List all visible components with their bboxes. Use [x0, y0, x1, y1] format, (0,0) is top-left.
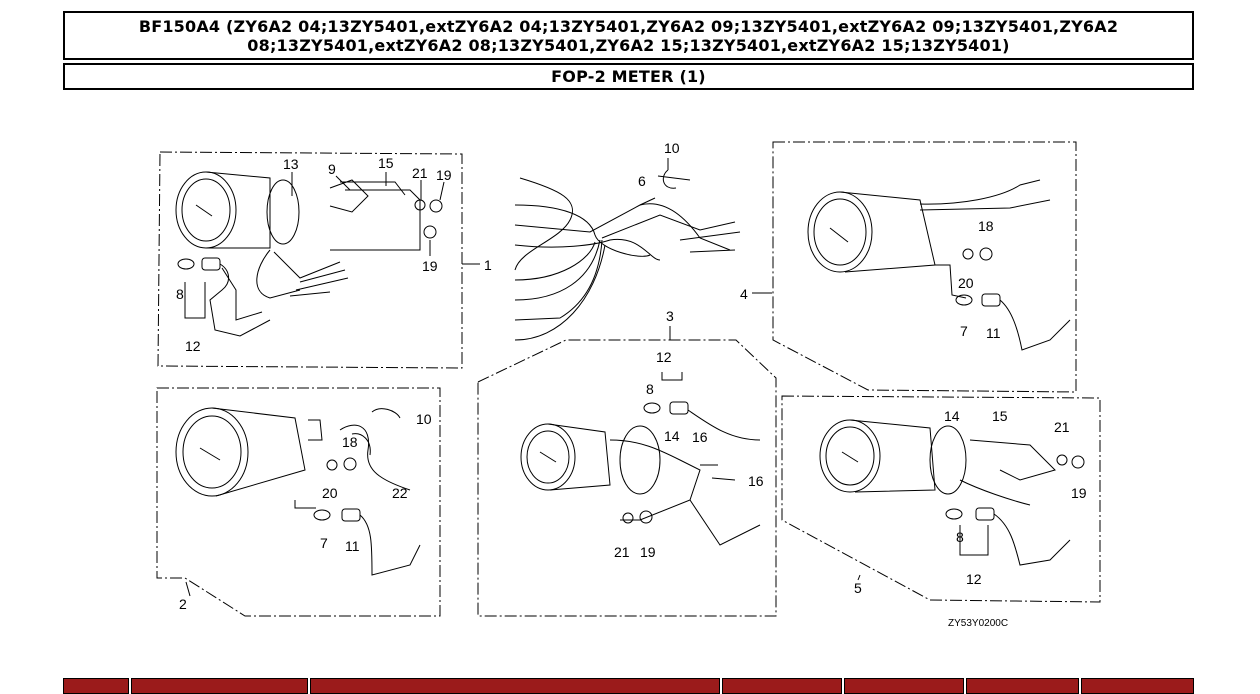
callout-18: 18 [342, 434, 358, 450]
table-header-cell [966, 678, 1079, 694]
callout-19: 19 [1071, 485, 1087, 501]
callout-6: 6 [638, 173, 646, 189]
callout-7: 7 [320, 535, 328, 551]
callout-21: 21 [1054, 419, 1070, 435]
callout-8: 8 [646, 381, 654, 397]
callout-12: 12 [185, 338, 201, 354]
meter-gauge-4 [807, 191, 936, 273]
meter-gauge-2 [175, 407, 306, 497]
callout-5: 5 [854, 580, 862, 596]
callout-16: 16 [748, 473, 764, 489]
callout-21: 21 [412, 165, 428, 181]
drawing-code: ZY53Y0200C [948, 618, 1008, 629]
callout-12: 12 [656, 349, 672, 365]
table-header-cell [63, 678, 129, 694]
callout-3: 3 [666, 308, 674, 324]
table-header-cell [131, 678, 308, 694]
callout-4: 4 [740, 286, 748, 302]
callout-9: 9 [328, 161, 336, 177]
callout-22: 22 [392, 485, 408, 501]
callout-2: 2 [179, 596, 187, 612]
callout-10: 10 [664, 140, 680, 156]
callout-21: 21 [614, 544, 630, 560]
callout-12: 12 [966, 571, 982, 587]
meter-gauge-3 [520, 423, 661, 495]
callout-1: 1 [484, 257, 492, 273]
table-header-cell [722, 678, 842, 694]
callout-10: 10 [416, 411, 432, 427]
callout-8: 8 [176, 286, 184, 302]
callout-11: 11 [345, 538, 360, 554]
table-header-cell [310, 678, 720, 694]
callout-labels: 13 9 15 21 19 19 8 12 1 10 6 18 20 4 7 1… [176, 140, 1087, 629]
model-title: BF150A4 (ZY6A2 04;13ZY5401,extZY6A2 04;1… [63, 11, 1194, 60]
callout-19: 19 [422, 258, 438, 274]
callout-14: 14 [664, 428, 680, 444]
callout-11: 11 [986, 325, 1001, 341]
table-header-cell [844, 678, 964, 694]
meter-gauge-1 [175, 171, 300, 249]
callout-20: 20 [322, 485, 338, 501]
callout-7: 7 [960, 323, 968, 339]
callout-15: 15 [378, 155, 394, 171]
callout-20: 20 [958, 275, 974, 291]
callout-8: 8 [956, 529, 964, 545]
section-title: FOP-2 METER (1) [63, 63, 1194, 90]
callout-19: 19 [436, 167, 452, 183]
callout-15: 15 [992, 408, 1008, 424]
meter-gauge-5 [819, 419, 967, 495]
callout-13: 13 [283, 156, 299, 172]
callout-14: 14 [944, 408, 960, 424]
table-header-cell [1081, 678, 1194, 694]
callout-18: 18 [978, 218, 994, 234]
callout-16: 16 [692, 429, 708, 445]
callout-19: 19 [640, 544, 656, 560]
